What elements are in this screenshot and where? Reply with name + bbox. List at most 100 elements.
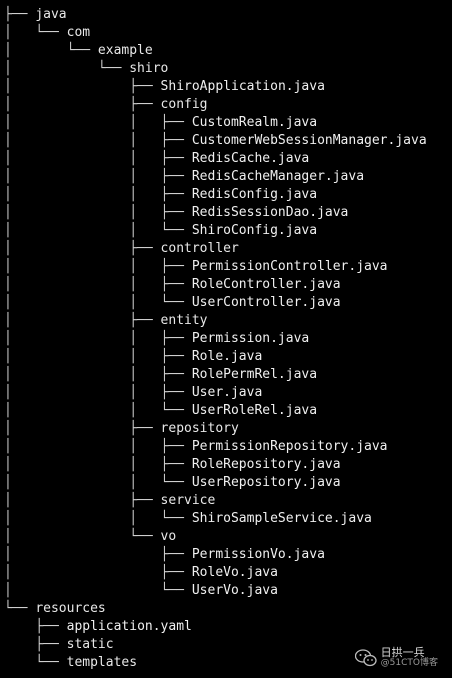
- tree-file: │ │ ├── User.java: [4, 384, 262, 402]
- tree-folder: ├── java: [4, 6, 67, 24]
- tree-folder: └── resources: [4, 600, 106, 618]
- file-name: RedisSessionDao.java: [191, 205, 349, 220]
- tree-connector: │ │ ├──: [4, 439, 192, 454]
- folder-name: java: [35, 7, 67, 22]
- folder-name: config: [160, 97, 208, 112]
- tree-folder: └── templates: [4, 654, 137, 672]
- tree-folder: │ └── vo: [4, 528, 176, 546]
- file-name: UserRepository.java: [191, 475, 341, 490]
- tree-connector: │ │ └──: [4, 511, 192, 526]
- tree-file: │ │ └── ShiroSampleService.java: [4, 510, 372, 528]
- tree-connector: │ │ ├──: [4, 385, 192, 400]
- tree-connector: ├──: [4, 619, 67, 634]
- file-name: ShiroApplication.java: [160, 79, 325, 94]
- tree-folder: │ └── com: [4, 24, 90, 42]
- file-name: CustomRealm.java: [191, 115, 318, 130]
- tree-file: │ ├── PermissionVo.java: [4, 546, 325, 564]
- tree-file: │ │ ├── PermissionRepository.java: [4, 438, 388, 456]
- tree-folder: │ ├── service: [4, 492, 215, 510]
- file-name: application.yaml: [66, 619, 192, 634]
- tree-connector: │ ├──: [4, 493, 161, 508]
- file-name: RedisCacheManager.java: [191, 169, 365, 184]
- tree-connector: │ │ └──: [4, 223, 192, 238]
- tree-connector: │ │ ├──: [4, 169, 192, 184]
- file-name: UserController.java: [191, 295, 341, 310]
- tree-file: │ │ ├── PermissionController.java: [4, 258, 388, 276]
- folder-name: vo: [160, 529, 177, 544]
- tree-connector: │ ├──: [4, 421, 161, 436]
- tree-connector: │ │ └──: [4, 295, 192, 310]
- tree-connector: │ │ ├──: [4, 457, 192, 472]
- file-name: RoleVo.java: [191, 565, 278, 580]
- tree-file: │ │ ├── CustomerWebSessionManager.java: [4, 132, 427, 150]
- folder-name: repository: [160, 421, 239, 436]
- file-name: ShiroSampleService.java: [191, 511, 372, 526]
- tree-file: │ │ ├── RedisSessionDao.java: [4, 204, 348, 222]
- folder-name: com: [66, 25, 91, 40]
- tree-connector: │ ├──: [4, 97, 161, 112]
- tree-folder: │ └── example: [4, 42, 153, 60]
- tree-file: ├── application.yaml: [4, 618, 192, 636]
- folder-name: entity: [160, 313, 208, 328]
- folder-name: service: [160, 493, 216, 508]
- file-name: UserVo.java: [191, 583, 278, 598]
- tree-connector: │ │ ├──: [4, 259, 192, 274]
- tree-folder: │ ├── entity: [4, 312, 208, 330]
- folder-name: static: [66, 637, 114, 652]
- tree-connector: │ ├──: [4, 241, 161, 256]
- folder-name: controller: [160, 241, 239, 256]
- tree-connector: ├──: [4, 7, 36, 22]
- file-name: PermissionVo.java: [191, 547, 325, 562]
- tree-connector: │ └──: [4, 529, 161, 544]
- tree-file: │ │ ├── RoleController.java: [4, 276, 341, 294]
- tree-connector: │ │ └──: [4, 475, 192, 490]
- tree-file: │ │ ├── RedisCacheManager.java: [4, 168, 364, 186]
- watermark: 日拱一兵 @51CTO博客: [354, 646, 438, 668]
- tree-connector: │ │ ├──: [4, 205, 192, 220]
- tree-file: │ │ └── UserRepository.java: [4, 474, 341, 492]
- tree-folder: │ ├── config: [4, 96, 208, 114]
- tree-connector: │ │ ├──: [4, 331, 192, 346]
- file-name: ShiroConfig.java: [191, 223, 318, 238]
- tree-connector: │ ├──: [4, 547, 192, 562]
- tree-file: │ ├── ShiroApplication.java: [4, 78, 325, 96]
- file-name: PermissionRepository.java: [191, 439, 388, 454]
- tree-folder: │ └── shiro: [4, 60, 168, 78]
- file-name: User.java: [191, 385, 263, 400]
- tree-file: │ │ ├── RoleRepository.java: [4, 456, 341, 474]
- folder-name: shiro: [129, 61, 169, 76]
- tree-folder: │ ├── controller: [4, 240, 239, 258]
- folder-name: templates: [66, 655, 138, 670]
- watermark-name: 日拱一兵: [380, 646, 425, 660]
- tree-connector: │ │ ├──: [4, 133, 192, 148]
- tree-connector: └──: [4, 655, 67, 670]
- tree-connector: ├──: [4, 637, 67, 652]
- tree-connector: │ ├──: [4, 313, 161, 328]
- wechat-icon: [354, 648, 377, 667]
- tree-connector: │ │ ├──: [4, 367, 192, 382]
- tree-file: │ │ └── UserController.java: [4, 294, 341, 312]
- folder-name: resources: [35, 601, 106, 616]
- tree-connector: │ ├──: [4, 79, 161, 94]
- tree-file: │ ├── RoleVo.java: [4, 564, 278, 582]
- tree-connector: └──: [4, 601, 36, 616]
- tree-file: │ └── UserVo.java: [4, 582, 278, 600]
- tree-connector: │ │ ├──: [4, 187, 192, 202]
- tree-connector: │ │ ├──: [4, 277, 192, 292]
- file-name: CustomerWebSessionManager.java: [191, 133, 427, 148]
- tree-file: │ │ ├── RedisConfig.java: [4, 186, 317, 204]
- tree-connector: │ │ ├──: [4, 115, 192, 130]
- tree-connector: │ └──: [4, 61, 130, 76]
- file-name: Role.java: [191, 349, 263, 364]
- tree-connector: │ │ ├──: [4, 349, 192, 364]
- file-name: RoleController.java: [191, 277, 341, 292]
- tree-file: │ │ ├── RedisCache.java: [4, 150, 309, 168]
- tree-connector: │ └──: [4, 583, 192, 598]
- tree-file: │ │ └── UserRoleRel.java: [4, 402, 317, 420]
- file-name: RedisCache.java: [191, 151, 310, 166]
- tree-folder: │ ├── repository: [4, 420, 239, 438]
- tree-connector: │ └──: [4, 25, 67, 40]
- tree-file: │ │ ├── Permission.java: [4, 330, 309, 348]
- file-name: PermissionController.java: [191, 259, 388, 274]
